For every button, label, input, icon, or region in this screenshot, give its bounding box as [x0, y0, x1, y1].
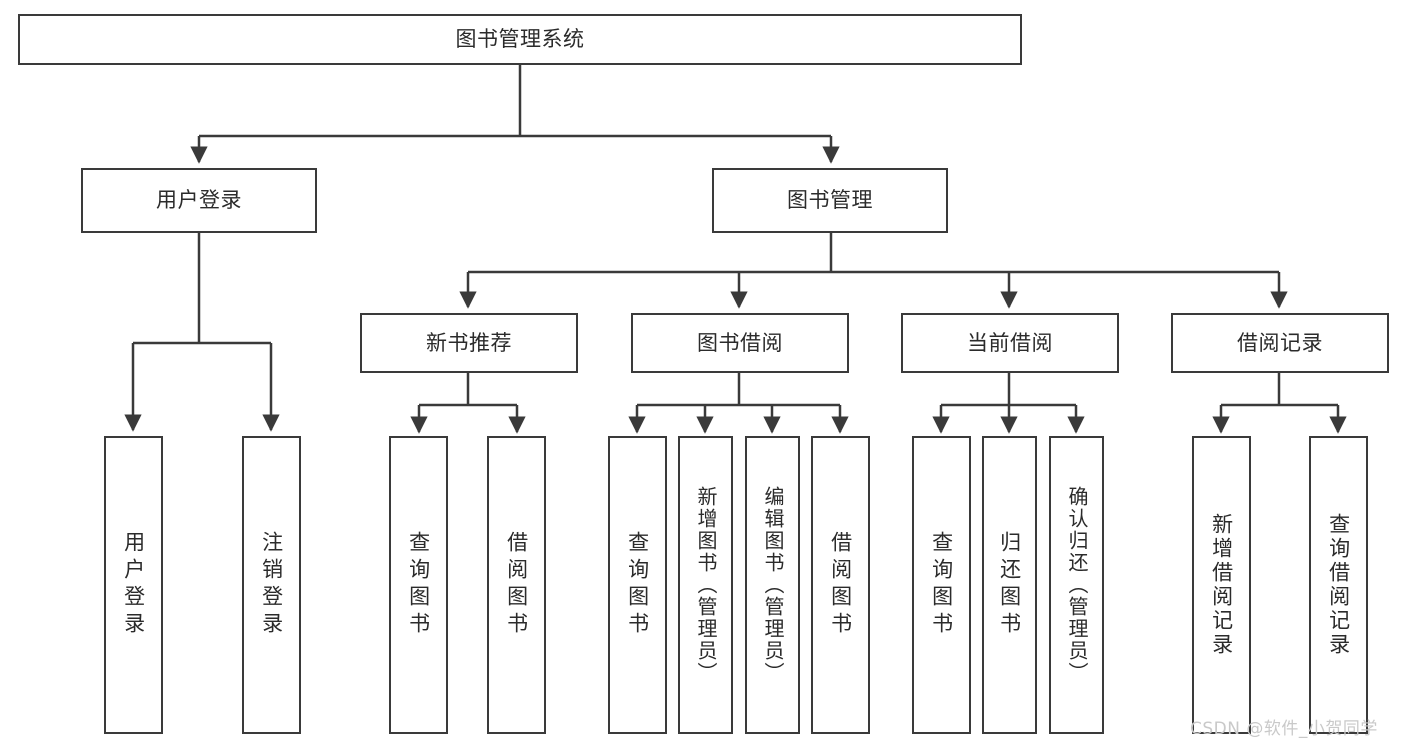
node-label: 图书管理系统	[455, 27, 585, 52]
node-borrow-record[interactable]: 借阅记录	[1171, 313, 1389, 373]
leaf-current-borrow-confirm-return[interactable]: 确认归还（管理员）	[1049, 436, 1104, 734]
node-root-system[interactable]: 图书管理系统	[18, 14, 1022, 65]
leaf-book-borrow-query[interactable]: 查询图书	[608, 436, 667, 734]
leaf-user-login-logout[interactable]: 注销登录	[242, 436, 301, 734]
node-label: 新增借阅记录	[1209, 513, 1234, 657]
leaf-user-login-login[interactable]: 用户登录	[104, 436, 163, 734]
leaf-book-borrow-borrow[interactable]: 借阅图书	[811, 436, 870, 734]
leaf-new-book-borrow[interactable]: 借阅图书	[487, 436, 546, 734]
node-book-management[interactable]: 图书管理	[712, 168, 948, 233]
leaf-new-book-query[interactable]: 查询图书	[389, 436, 448, 734]
node-label: 借阅图书	[504, 531, 529, 639]
node-label: 确认归还（管理员）	[1065, 486, 1089, 684]
node-label: 借阅记录	[1237, 330, 1323, 355]
node-label: 查询借阅记录	[1326, 513, 1351, 657]
node-label: 查询图书	[929, 531, 954, 639]
node-current-borrow[interactable]: 当前借阅	[901, 313, 1119, 373]
node-label: 借阅图书	[828, 531, 853, 639]
node-new-book-recommend[interactable]: 新书推荐	[360, 313, 578, 373]
node-label: 图书管理	[787, 188, 873, 213]
node-label: 新书推荐	[426, 330, 512, 355]
leaf-book-borrow-edit[interactable]: 编辑图书（管理员）	[745, 436, 800, 734]
leaf-book-borrow-add[interactable]: 新增图书（管理员）	[678, 436, 733, 734]
node-label: 归还图书	[997, 531, 1022, 639]
leaf-borrow-record-add[interactable]: 新增借阅记录	[1192, 436, 1251, 734]
node-user-login[interactable]: 用户登录	[81, 168, 317, 233]
leaf-borrow-record-query[interactable]: 查询借阅记录	[1309, 436, 1368, 734]
node-label: 编辑图书（管理员）	[761, 486, 785, 684]
node-book-borrow[interactable]: 图书借阅	[631, 313, 849, 373]
leaf-current-borrow-return[interactable]: 归还图书	[982, 436, 1037, 734]
node-label: 当前借阅	[967, 330, 1053, 355]
node-label: 图书借阅	[697, 330, 783, 355]
csdn-watermark: CSDN @软件_小贺同学	[1190, 714, 1378, 739]
node-label: 新增图书（管理员）	[694, 486, 718, 684]
node-label: 查询图书	[406, 531, 431, 639]
leaf-current-borrow-query[interactable]: 查询图书	[912, 436, 971, 734]
node-label: 用户登录	[121, 531, 146, 639]
node-label: 注销登录	[259, 531, 284, 639]
node-label: 查询图书	[625, 531, 650, 639]
watermark-text: CSDN @软件_小贺同学	[1190, 719, 1378, 739]
node-label: 用户登录	[156, 188, 242, 213]
